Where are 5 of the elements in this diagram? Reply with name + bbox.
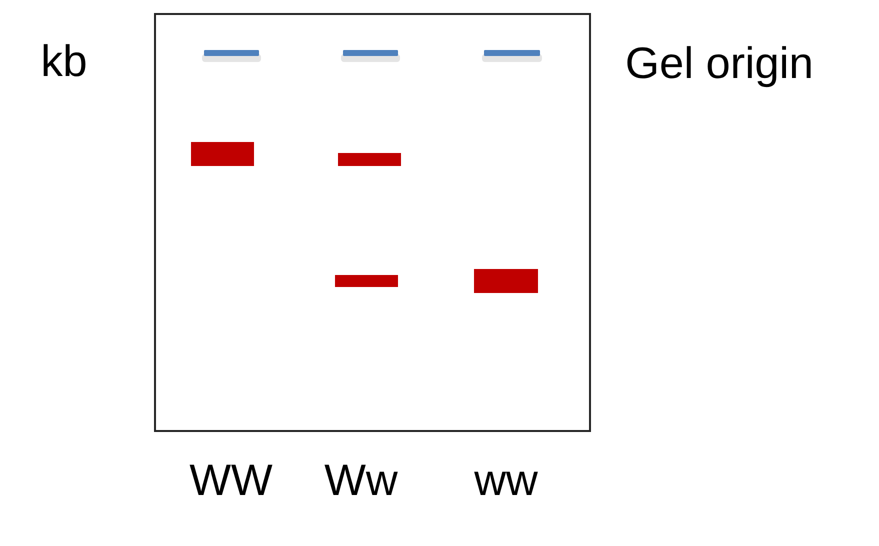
lane-label: ww (474, 472, 538, 495)
origin-label: Gel origin (627, 46, 811, 88)
lane-label: Ww (324, 464, 398, 495)
unit-label: kb (44, 44, 86, 76)
lane-label: WW (190, 464, 272, 495)
